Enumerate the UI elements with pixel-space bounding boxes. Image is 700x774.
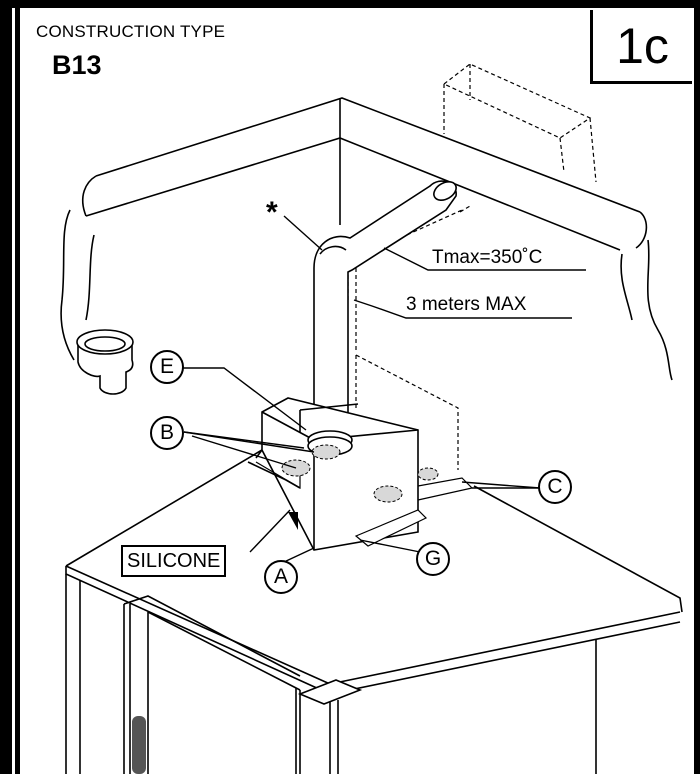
roof-passage-outline — [442, 63, 597, 213]
room-ceiling — [60, 97, 673, 381]
construction-code: B13 — [52, 50, 102, 80]
step-badge: 1c — [590, 10, 692, 84]
part-e-marker: E — [150, 350, 184, 384]
leader-lines — [182, 215, 586, 563]
mounting-plate — [255, 461, 474, 547]
adapter-ring — [76, 329, 134, 395]
left-border — [0, 0, 12, 774]
top-border — [0, 0, 700, 8]
part-g-marker: G — [416, 542, 450, 576]
silicone-pointer — [288, 512, 298, 530]
part-c-marker: C — [538, 470, 572, 504]
flue-pipe — [313, 180, 457, 433]
appliance-top — [65, 449, 683, 774]
tmax-label: Tmax=350˚C — [432, 247, 543, 268]
door-handle — [132, 716, 146, 774]
asterisk-marker: * — [266, 196, 278, 229]
part-b-marker: B — [150, 416, 184, 450]
silicone-label: SILICONE — [121, 545, 227, 577]
right-border — [694, 0, 700, 774]
construction-type-label: CONSTRUCTION TYPE — [36, 22, 226, 41]
part-a-marker: A — [264, 560, 298, 594]
max-length-label: 3 meters MAX — [406, 294, 527, 315]
